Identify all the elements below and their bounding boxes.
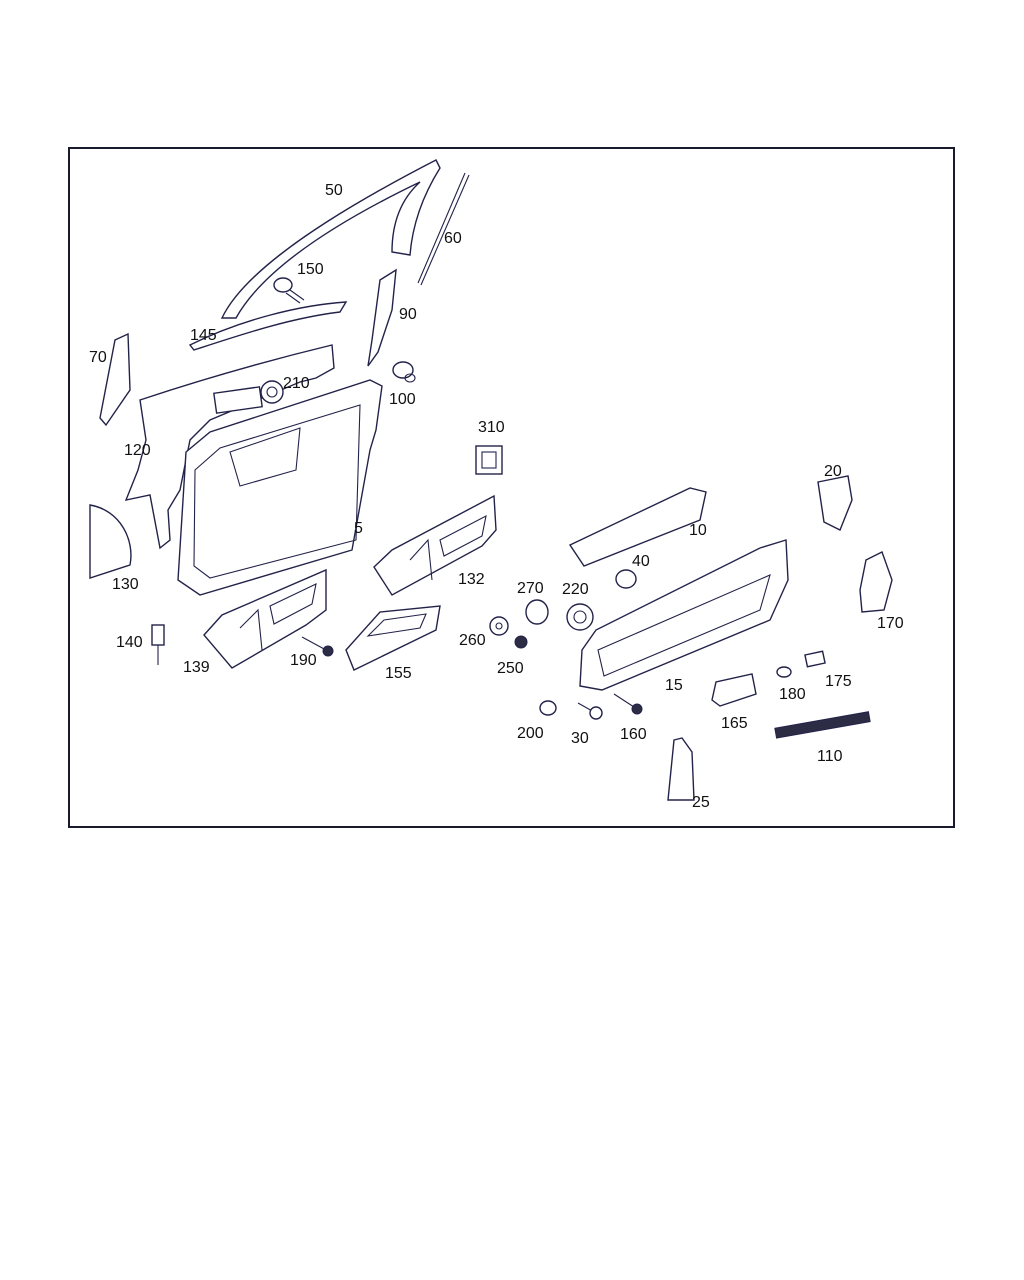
part-165-lamp	[711, 673, 757, 707]
callout-40: 40	[632, 553, 650, 570]
part-15-door-panel	[579, 539, 789, 691]
part-60-seal-strip	[417, 172, 470, 286]
part-40-plug	[615, 569, 637, 589]
part-30-bolt	[577, 702, 603, 720]
callout-145: 145	[190, 327, 217, 344]
part-150-screw	[273, 277, 305, 304]
part-180-bulb	[776, 666, 792, 678]
part-139-switch-panel	[203, 568, 327, 669]
callout-50: 50	[325, 182, 343, 199]
part-120-insulation	[124, 344, 335, 550]
part-190-screw	[301, 636, 334, 657]
part-70-corner-trim	[99, 332, 131, 427]
part-130-speaker-grille	[89, 504, 132, 579]
callout-270: 270	[517, 580, 544, 597]
part-120-window	[213, 386, 263, 414]
part-260-washer	[489, 616, 509, 636]
callout-220: 220	[562, 581, 589, 598]
callout-15: 15	[665, 677, 683, 694]
callout-210: 210	[283, 375, 310, 392]
part-160-screw	[613, 693, 643, 715]
callout-20: 20	[824, 463, 842, 480]
part-25-cover-plate	[667, 737, 695, 801]
callout-155: 155	[385, 665, 412, 682]
callout-70: 70	[89, 349, 107, 366]
part-220-grommet	[566, 603, 594, 631]
callout-25: 25	[692, 794, 710, 811]
part-132-switch-panel	[373, 494, 497, 596]
part-100-clip	[392, 361, 416, 383]
callout-10: 10	[689, 522, 707, 539]
part-10-armrest	[568, 487, 707, 567]
part-140-clip	[151, 624, 165, 665]
callout-175: 175	[825, 673, 852, 690]
part-5-door-panel	[177, 379, 383, 596]
part-90-bracket	[367, 268, 397, 367]
callout-310: 310	[478, 419, 505, 436]
callout-160: 160	[620, 726, 647, 743]
part-170-handle-bracket	[859, 551, 893, 613]
callout-190: 190	[290, 652, 317, 669]
callout-120: 120	[124, 442, 151, 459]
callout-139: 139	[183, 659, 210, 676]
part-50-window-trim	[220, 159, 441, 319]
part-250-clip	[514, 635, 528, 649]
callout-170: 170	[877, 615, 904, 632]
callout-100: 100	[389, 391, 416, 408]
callout-110: 110	[817, 748, 843, 765]
part-270-plug	[525, 599, 549, 625]
callout-132: 132	[458, 571, 485, 588]
callout-200: 200	[517, 725, 544, 742]
callout-90: 90	[399, 306, 417, 323]
callout-260: 260	[459, 632, 486, 649]
part-20-cover	[817, 475, 853, 531]
callout-60: 60	[444, 230, 462, 247]
part-155-handle	[345, 605, 441, 671]
callout-150: 150	[297, 261, 324, 278]
callout-140: 140	[116, 634, 143, 651]
callout-5: 5	[354, 520, 363, 537]
callout-180: 180	[779, 686, 806, 703]
callout-130: 130	[112, 576, 139, 593]
part-145-strip	[188, 301, 348, 351]
part-5-inner	[193, 404, 361, 579]
callout-30: 30	[571, 730, 589, 747]
part-175-socket	[804, 650, 826, 668]
part-200-nut	[539, 700, 557, 716]
part-210-grommet	[260, 380, 284, 404]
part-310-switch	[475, 445, 503, 475]
part-110-strip	[774, 711, 871, 739]
callout-250: 250	[497, 660, 524, 677]
callout-165: 165	[721, 715, 748, 732]
